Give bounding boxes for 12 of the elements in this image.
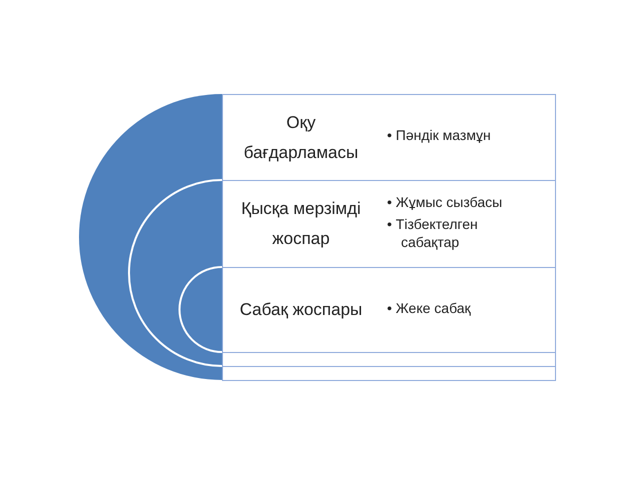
bullet-item: • Жұмыс сызбасы [387, 192, 504, 211]
plan-level-label: Оқу бағдарламасы [242, 112, 360, 164]
table-row [222, 180, 556, 268]
bullet-item: • Пәндік мазмұн [387, 126, 492, 145]
table-row [222, 267, 556, 353]
plan-level-label: Қысқа мерзімді жоспар [240, 198, 362, 250]
table-row [222, 352, 556, 367]
plan-level-label: Сабақ жоспары [238, 299, 364, 322]
table-row [222, 94, 556, 181]
bullet-item: • Тізбектелген сабақтар [387, 214, 479, 252]
table-row [222, 366, 556, 381]
bullet-item: • Жеке сабақ [387, 298, 472, 318]
